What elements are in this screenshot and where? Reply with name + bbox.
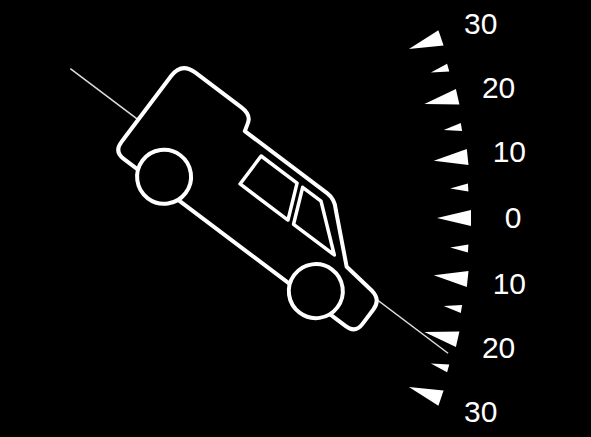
scale-number: 20 bbox=[482, 333, 515, 363]
scale-ticks bbox=[409, 30, 471, 405]
tick-mark bbox=[424, 332, 459, 348]
tick-mark bbox=[444, 305, 462, 313]
tick-mark bbox=[431, 64, 449, 73]
tick-mark bbox=[434, 271, 469, 287]
scale-number: 10 bbox=[493, 137, 526, 167]
scale-number: 20 bbox=[482, 73, 515, 103]
tick-mark bbox=[450, 184, 468, 192]
car-wheel bbox=[278, 253, 354, 329]
scale-number: 30 bbox=[464, 9, 497, 39]
tick-mark bbox=[437, 210, 471, 226]
scale-number: 0 bbox=[505, 203, 522, 233]
tick-mark bbox=[409, 387, 444, 406]
scale-number: 30 bbox=[464, 397, 497, 427]
tick-mark bbox=[409, 30, 444, 49]
car-body bbox=[114, 62, 423, 333]
scale-number: 10 bbox=[493, 269, 526, 299]
tick-mark bbox=[434, 149, 469, 165]
tick-mark bbox=[450, 244, 468, 252]
tick-mark bbox=[424, 89, 459, 105]
car-wheel bbox=[126, 139, 202, 215]
tick-mark bbox=[431, 364, 449, 373]
car-illustration bbox=[36, 11, 491, 399]
tick-mark bbox=[444, 123, 462, 131]
car-window bbox=[282, 187, 356, 255]
